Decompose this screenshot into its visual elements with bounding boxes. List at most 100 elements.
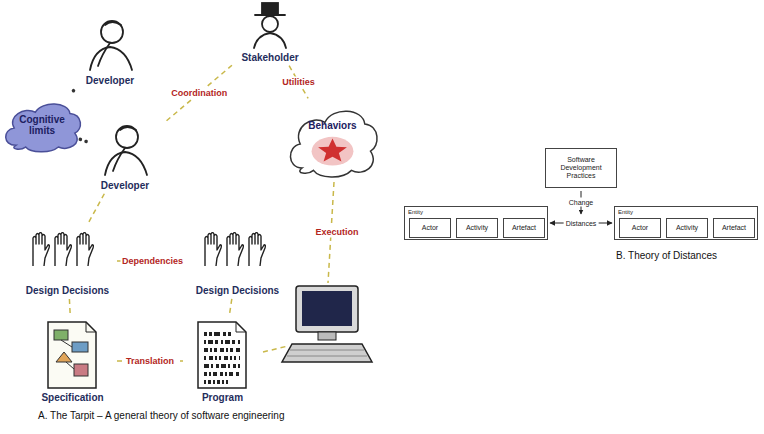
star-symbol [318,138,347,161]
node-label: Artefact [722,224,746,232]
drawing-part [86,322,96,332]
drawing-part [56,352,72,362]
node-label: Program [202,392,243,404]
program-node: Program [185,318,260,404]
computer-icon [282,286,372,362]
node-label: Activity [676,224,698,232]
drawing-part [254,33,286,48]
node-label: Specification [41,392,103,404]
node-label: Behaviors [308,120,356,131]
developer-figure [105,126,147,175]
cloud-outline [290,111,377,177]
edge-label: Translation [124,356,176,367]
node-label: Actor [422,224,438,232]
hands-figure [205,233,265,267]
drawing-part [54,330,68,340]
activity-box: Activity [456,218,498,238]
edge-label: Execution [313,227,360,238]
star-glow [312,137,354,166]
drawing-part [98,43,110,66]
entity-heading: Entity [618,208,633,216]
actor-box: Actor [409,218,451,238]
actor-box: Actor [619,218,661,238]
drawing-part [74,364,88,376]
drawing-part [72,342,88,352]
drawing-part [236,322,246,332]
design-decision-node: Design Decisions [20,225,115,297]
entity-box: EntityActor Activity Artefact [614,206,758,240]
connector [80,139,87,142]
node-label: Design Decisions [196,285,279,297]
drawing-part [204,356,240,360]
behaviors-cloud: Behaviors [285,100,380,180]
drawing-part [204,332,232,336]
drawing-part [204,372,240,376]
edge-label: Dependencies [120,256,185,267]
edge-label: Utilities [280,77,317,88]
drawing-part [48,322,96,388]
program-document [198,322,246,388]
stakeholder-node: Stakeholder [225,2,315,64]
drawing-part [204,348,240,352]
drawing-part [302,291,352,326]
node-label: Software Development Practices [549,156,613,180]
connector [229,299,232,316]
caption: B. Theory of Distances [616,250,717,262]
node-label: Design Decisions [26,285,109,297]
drawing-part [105,22,121,25]
drawing-part [249,233,265,267]
connector [69,299,71,316]
drawing-part [120,127,136,130]
artefact-box: Artefact [713,218,755,238]
drawing-part [105,152,147,175]
drawing-part [116,126,138,148]
program-computer-line [263,346,288,352]
node-label: Actor [632,224,648,232]
entity-heading: Entity [408,208,423,216]
drawing-part [318,332,336,340]
drawing-part [204,380,228,384]
drawing-part [198,322,246,388]
change-label: Change [567,198,596,207]
specification-node: Specification [30,318,115,404]
drawing-part [287,350,367,356]
node-label: Developer [101,180,149,192]
artefact-box: Artefact [503,218,545,238]
drawing-part [61,340,74,369]
practices-box: Software Development Practices [545,148,617,188]
specification-document [48,322,96,388]
design-decision-node: Design Decisions [190,225,285,297]
drawing-part [113,148,125,171]
connector [88,194,104,223]
drawing-part [204,364,240,368]
developer-node: Developer [70,15,150,87]
node-label: Cognitive limits [13,114,71,136]
cloud-outline [6,104,81,152]
developer-figure [90,21,132,70]
cloud-shape [285,100,380,180]
drawing-part [204,340,240,344]
entity-box: EntityActor Activity Artefact [404,206,548,240]
drawing-part [101,21,123,43]
drawing-part [205,233,221,267]
caption: A. The Tarpit – A general theory of soft… [38,410,284,422]
stakeholder-figure [254,3,286,48]
edge-label: Coordination [169,88,229,99]
activity-box: Activity [666,218,708,238]
node-label: Artefact [512,224,536,232]
node-label: Activity [466,224,488,232]
node-label: Developer [86,75,134,87]
drawing-part [262,3,278,15]
drawing-part [90,47,132,70]
drawing-part [204,334,240,382]
drawing-part [262,16,278,32]
connector [72,91,74,93]
drawing-part [33,233,49,267]
drawing-part [77,233,93,267]
cognitive-cloud: Cognitive limits [1,96,83,154]
developer-node: Developer [85,120,165,192]
connector [167,65,232,120]
hands-figure [33,233,93,267]
drawing-part [55,233,71,267]
drawing-part [282,344,372,362]
